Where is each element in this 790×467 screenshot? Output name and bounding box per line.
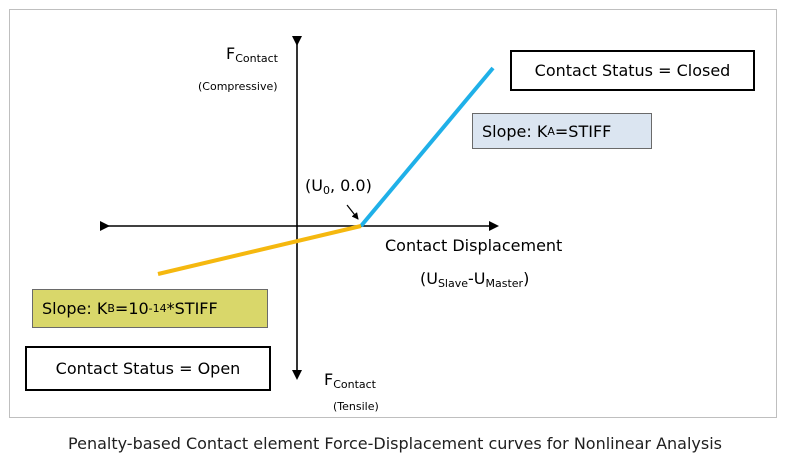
slope-b-superscript: -14 [148, 302, 167, 315]
x-axis-expr-slave: Slave [437, 277, 469, 290]
origin-label-subscript: 0 [322, 184, 330, 197]
closed-status-box: Contact Status = Closed [510, 50, 755, 91]
slope-b-prefix: Slope: K [42, 299, 108, 318]
y-axis-bottom-subscript: Contact [333, 378, 376, 391]
slope-a-suffix: =STIFF [554, 121, 612, 141]
y-axis-top-note: (Compressive) [198, 80, 278, 93]
x-axis-expr-dash: -U [468, 269, 486, 288]
x-axis-expr-close: ) [523, 269, 530, 288]
y-axis-top-subscript: Contact [235, 52, 278, 65]
origin-pointer-arrow [346, 204, 359, 220]
closed-contact-line [359, 66, 495, 228]
origin-label-close: , 0.0) [329, 176, 372, 195]
y-axis-bottom-label: FContact [324, 370, 376, 391]
origin-label: (U0, 0.0) [305, 176, 372, 197]
open-contact-line [157, 224, 362, 276]
x-axis-expr-master: Master [485, 277, 524, 290]
y-axis-bottom-symbol: F [324, 370, 334, 389]
slope-b-mid: =10 [114, 299, 149, 318]
y-axis-top-label: FContact [226, 44, 278, 65]
slope-b-subscript: B [107, 302, 115, 315]
slope-b-suffix: *STIFF [166, 299, 218, 318]
y-axis-top-symbol: F [226, 44, 236, 63]
slope-a-subscript: A [547, 124, 555, 138]
y-axis-bottom-note: (Tensile) [333, 400, 379, 413]
origin-label-open: (U [305, 176, 323, 195]
slope-a-prefix: Slope: K [482, 121, 548, 141]
figure-caption: Penalty-based Contact element Force-Disp… [68, 434, 722, 453]
x-axis-expr-open: (U [420, 269, 438, 288]
open-status-box: Contact Status = Open [25, 346, 271, 391]
x-axis-title: Contact Displacement [385, 236, 563, 255]
x-axis-expression: (USlave-UMaster) [420, 269, 529, 290]
